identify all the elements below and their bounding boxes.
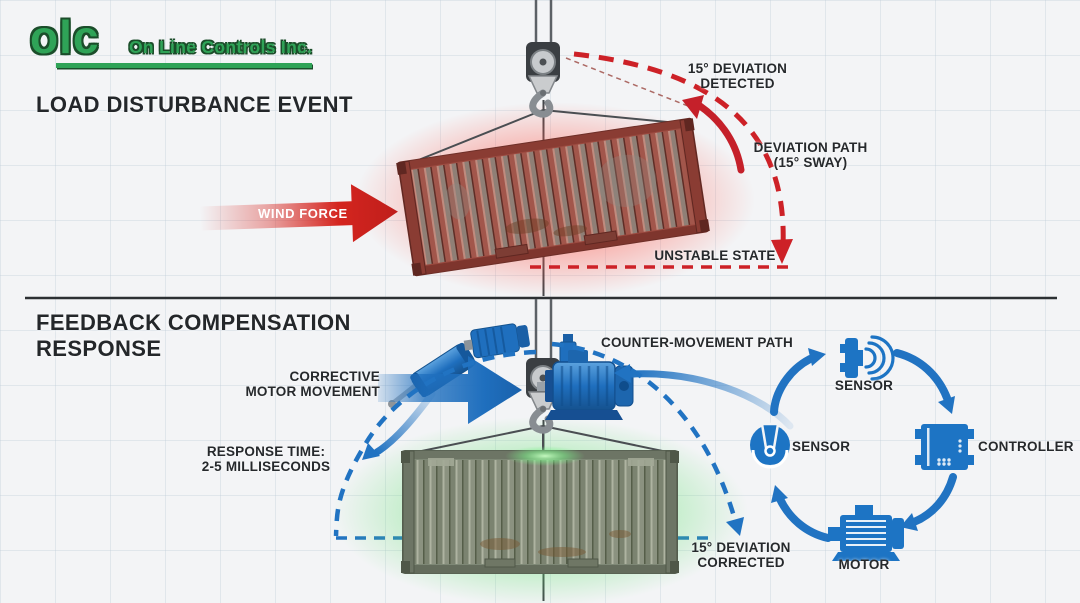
logo-company: On Line Controls Inc. [129,37,313,57]
deviation-arc-arrowhead [771,239,793,264]
corrective-arrow [378,356,522,424]
deviation-path-label: DEVIATION PATH (15° SWAY) [733,140,888,171]
logo-abbrev: olc [30,11,100,63]
response-time-label: RESPONSE TIME: 2-5 MILLISECONDS [166,444,366,475]
angle-reference-line [565,57,689,107]
feedback-loop [750,335,974,561]
deviation-detected-label: 15° DEVIATION DETECTED [660,61,815,92]
right-swing-arrowhead [614,364,631,383]
bottom-section-graphics [332,299,974,603]
compensation-title-line1: FEEDBACK COMPENSATION [36,310,351,335]
deviation-arc [573,51,786,247]
deviation-corrected-line1: 15° DEVIATION [691,540,791,555]
corrective-line2: MOTOR MOVEMENT [245,384,380,400]
sensor-left-icon [750,422,790,469]
loop-arrow-sensor-to-top [770,355,814,416]
response-arc [333,349,537,537]
deviation-path-line1: DEVIATION PATH [753,140,868,155]
response-time-line2: 2-5 MILLISECONDS [201,459,331,475]
controller-icon [915,424,974,470]
wind-force-arrow [199,184,398,243]
loop-arrow-controller-to-motor [910,473,957,526]
container-stabilized [401,446,679,574]
corrective-line1: CORRECTIVE [289,369,380,384]
controller-label: CONTROLLER [978,439,1074,454]
motor-icon [828,505,904,561]
sensor-left-label: SENSOR [792,439,851,454]
unstable-state-label: UNSTABLE STATE [654,248,776,263]
compensation-title-line2: RESPONSE [36,335,162,361]
crane-cables-bottom [534,299,553,362]
deviation-detected-line1: 15° DEVIATION [687,61,788,76]
response-time-line1: RESPONSE TIME: [206,444,326,459]
sway-arrow [696,102,745,174]
left-swing-arrowhead [362,443,380,460]
motor-label: MOTOR [838,557,890,572]
counter-arc [551,341,738,521]
compensation-title: FEEDBACK COMPENSATION RESPONSE [36,310,351,362]
container-disturbed [396,117,710,277]
sway-arrowhead [682,95,704,119]
deviation-detected-line2: DETECTED [700,76,775,92]
deviation-corrected-line2: CORRECTED [697,555,785,571]
deviation-path-line2: (15° SWAY) [773,155,848,171]
crane-cables-top [534,0,553,44]
loop-arrow-top-to-controller [893,349,951,402]
counter-movement-path-label: COUNTER-MOVEMENT PATH [601,335,793,350]
disturbance-title: LOAD DISTURBANCE EVENT [36,92,353,117]
loop-arrowheads [771,348,955,531]
left-swing-arrow [373,390,436,456]
logo-underline [56,63,312,68]
right-swing-arrow [628,370,794,430]
corrective-motor-small [463,323,530,359]
sensor-top-icon [840,335,895,381]
wind-force-label: WIND FORCE [258,206,348,221]
sensor-top-label: SENSOR [834,378,894,393]
corrective-movement-label: CORRECTIVE MOTOR MOVEMENT [240,369,380,400]
deviation-corrected-label: 15° DEVIATION CORRECTED [666,540,816,571]
loop-arrows [770,349,957,542]
top-section-graphics [199,0,793,298]
loop-arrow-motor-to-sensor [776,495,832,542]
counter-motor [537,350,634,420]
counter-arc-arrowhead [726,517,744,536]
